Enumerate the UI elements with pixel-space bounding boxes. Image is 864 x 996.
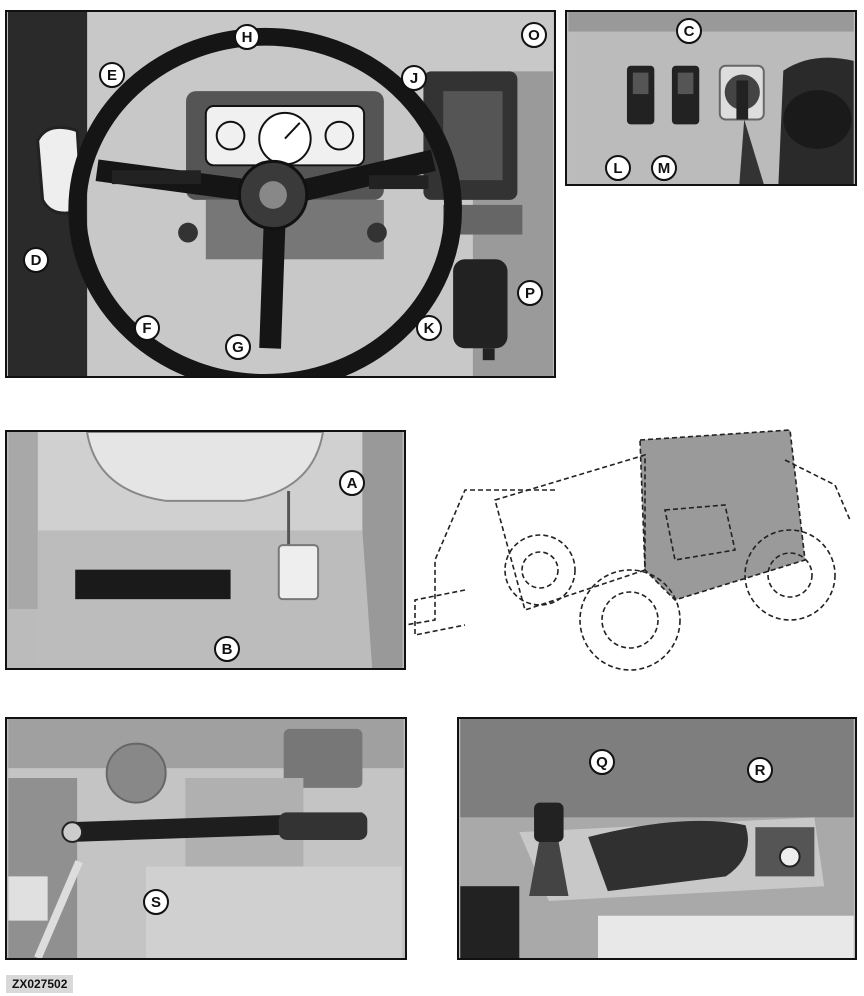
tractor-line-drawing xyxy=(404,410,860,680)
callout-a: A xyxy=(339,470,365,496)
key-switch-photo: C L M xyxy=(565,10,857,186)
callout-k: K xyxy=(416,315,442,341)
tractor-illustration xyxy=(404,429,851,671)
callout-p: P xyxy=(517,280,543,306)
callout-b: B xyxy=(214,636,240,662)
floor-pedal-illustration xyxy=(8,432,403,668)
callout-f: F xyxy=(134,315,160,341)
callout-c: C xyxy=(676,18,702,44)
floor-pedal-photo: A B xyxy=(5,430,406,670)
callout-m: M xyxy=(651,155,677,181)
callout-r: R xyxy=(747,757,773,783)
callout-s: S xyxy=(143,889,169,915)
dashboard-illustration xyxy=(7,12,554,376)
callout-g: G xyxy=(225,334,251,360)
callout-q: Q xyxy=(589,749,615,775)
joystick-armrest-photo: Q R xyxy=(457,717,857,960)
parking-brake-photo: S xyxy=(5,717,407,960)
parking-brake-illustration xyxy=(8,719,404,958)
callout-l: L xyxy=(605,155,631,181)
dashboard-photo: H O E J D P F K G xyxy=(5,10,556,378)
figure-id-label: ZX027502 xyxy=(6,975,74,993)
joystick-armrest-illustration xyxy=(460,719,854,958)
callout-o: O xyxy=(521,22,547,48)
callout-d: D xyxy=(23,247,49,273)
callout-h: H xyxy=(234,24,260,50)
callout-e: E xyxy=(99,62,125,88)
callout-j: J xyxy=(401,65,427,91)
